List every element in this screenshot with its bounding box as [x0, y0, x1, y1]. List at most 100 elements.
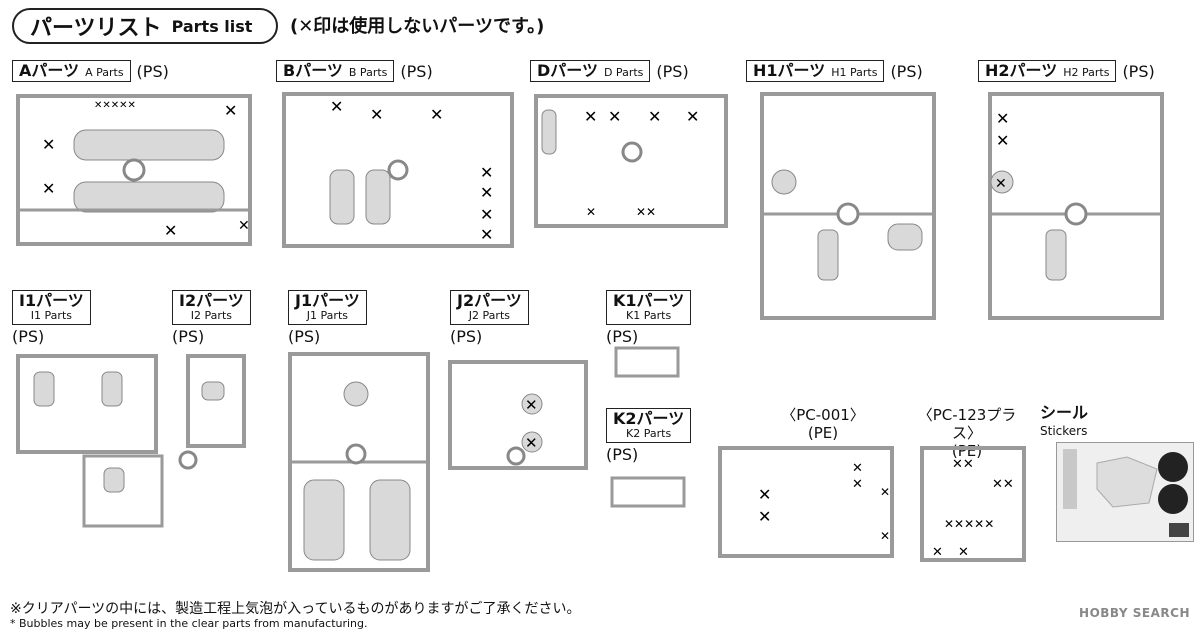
runner-a: ✕ ✕ ✕✕✕✕✕ ✕ ✕ ✕: [14, 90, 254, 250]
svg-text:✕: ✕: [608, 107, 621, 126]
svg-text:✕✕: ✕✕: [636, 205, 656, 219]
d-parts-en: D Parts: [603, 66, 644, 79]
svg-text:✕✕: ✕✕: [952, 457, 974, 472]
h2-parts-en: H2 Parts: [1063, 66, 1110, 79]
h1-parts-en: H1 Parts: [831, 66, 878, 79]
label-a-parts: Aパーツ A Parts (PS): [12, 60, 169, 82]
svg-text:✕: ✕: [586, 205, 596, 219]
runner-d: ✕ ✕ ✕ ✕ ✕ ✕✕: [532, 90, 730, 232]
j2-parts-en: J2 Parts: [468, 309, 510, 322]
svg-text:✕: ✕: [238, 218, 250, 234]
svg-text:✕: ✕: [480, 183, 493, 202]
j1-parts-en: J1 Parts: [306, 309, 348, 322]
i1-parts-en: I1 Parts: [30, 309, 72, 322]
label-h2-parts: H2パーツ H2 Parts (PS): [978, 60, 1155, 82]
runner-pc-001: ✕ ✕ ✕ ✕ ✕ ✕: [716, 444, 896, 560]
k1-parts-material: (PS): [606, 327, 639, 346]
svg-text:✕: ✕: [525, 434, 538, 452]
j2-parts-material: (PS): [450, 327, 483, 346]
i2-parts-en: I2 Parts: [190, 309, 232, 322]
i1-parts-material: (PS): [12, 327, 45, 346]
h2-parts-material: (PS): [1122, 61, 1155, 81]
i2-parts-jp: I2パーツ: [179, 291, 244, 310]
pc-001-name: 〈PC-001〉: [781, 406, 865, 424]
b-parts-jp: Bパーツ: [283, 61, 343, 80]
svg-text:✕: ✕: [330, 97, 343, 116]
svg-text:✕: ✕: [525, 396, 538, 414]
svg-text:✕: ✕: [224, 101, 237, 120]
runner-h2: ✕ ✕ ✕: [986, 90, 1166, 326]
d-parts-material: (PS): [656, 61, 689, 81]
svg-text:✕: ✕: [996, 131, 1009, 150]
runner-i2: [172, 352, 252, 472]
i1-parts-jp: I1パーツ: [19, 291, 84, 310]
title-en: Parts list: [171, 16, 253, 36]
svg-text:✕: ✕: [480, 225, 493, 244]
watermark: HOBBY SEARCH: [1079, 606, 1190, 620]
svg-text:✕: ✕: [880, 485, 890, 499]
title-jp: パーツリスト: [30, 16, 162, 41]
k2-parts-en: K2 Parts: [626, 427, 672, 440]
svg-text:✕✕✕✕✕: ✕✕✕✕✕: [944, 517, 994, 531]
svg-text:✕: ✕: [932, 545, 943, 560]
svg-text:✕: ✕: [686, 107, 699, 126]
runner-j1: [286, 350, 434, 576]
parts-list-title: パーツリスト Parts list: [12, 8, 278, 44]
label-b-parts: Bパーツ B Parts (PS): [276, 60, 433, 82]
runner-k1: [612, 344, 682, 380]
i2-parts-material: (PS): [172, 327, 205, 346]
h1-parts-jp: H1パーツ: [753, 61, 826, 80]
k1-parts-jp: K1パーツ: [613, 291, 685, 310]
k2-parts-material: (PS): [606, 445, 639, 464]
stickers-jp: シール: [1040, 403, 1089, 422]
svg-text:✕: ✕: [480, 163, 493, 182]
svg-text:✕: ✕: [584, 107, 597, 126]
j1-parts-material: (PS): [288, 327, 321, 346]
b-parts-en: B Parts: [348, 66, 388, 79]
runner-i1: [14, 352, 164, 532]
k1-parts-en: K1 Parts: [626, 309, 672, 322]
svg-text:✕: ✕: [880, 529, 890, 543]
sticker-sheet: [1056, 442, 1194, 542]
svg-text:✕: ✕: [164, 221, 177, 240]
a-parts-material: (PS): [136, 61, 169, 81]
pc-001-material: (PE): [807, 424, 839, 442]
svg-text:✕: ✕: [758, 485, 771, 504]
unused-parts-note: (✕印は使用しないパーツです。): [290, 16, 545, 37]
a-parts-jp: Aパーツ: [19, 61, 80, 80]
svg-text:✕: ✕: [480, 205, 493, 224]
svg-text:✕: ✕: [958, 545, 969, 560]
svg-text:✕: ✕: [648, 107, 661, 126]
label-pc-001: 〈PC-001〉 (PE): [768, 406, 878, 442]
a-parts-en: A Parts: [85, 66, 124, 79]
svg-text:✕: ✕: [370, 105, 383, 124]
svg-text:✕: ✕: [852, 477, 863, 492]
pc-123-name: 〈PC-123プラス〉: [917, 406, 1017, 442]
b-parts-material: (PS): [400, 61, 433, 81]
svg-text:✕: ✕: [758, 507, 771, 526]
svg-text:✕: ✕: [42, 135, 55, 154]
d-parts-jp: Dパーツ: [537, 61, 598, 80]
clear-parts-note-jp: ※クリアパーツの中には、製造工程上気泡が入っているものがありますがご了承ください…: [10, 601, 581, 617]
clear-parts-note-en: * Bubbles may be present in the clear pa…: [10, 617, 368, 630]
h2-parts-jp: H2パーツ: [985, 61, 1058, 80]
svg-text:✕: ✕: [430, 105, 443, 124]
svg-text:✕: ✕: [996, 109, 1009, 128]
svg-text:✕✕✕✕✕: ✕✕✕✕✕: [94, 100, 136, 111]
runner-j2: ✕ ✕: [446, 358, 590, 474]
j2-parts-jp: J2パーツ: [457, 291, 522, 310]
k2-parts-jp: K2パーツ: [613, 409, 685, 428]
sticker-sheet-art: [1063, 449, 1189, 537]
svg-text:✕: ✕: [995, 176, 1007, 192]
runner-h1: [758, 90, 938, 326]
runner-pc-123: ✕✕ ✕✕ ✕✕✕✕✕ ✕ ✕: [918, 444, 1028, 572]
j1-parts-jp: J1パーツ: [295, 291, 360, 310]
svg-text:✕: ✕: [42, 179, 55, 198]
